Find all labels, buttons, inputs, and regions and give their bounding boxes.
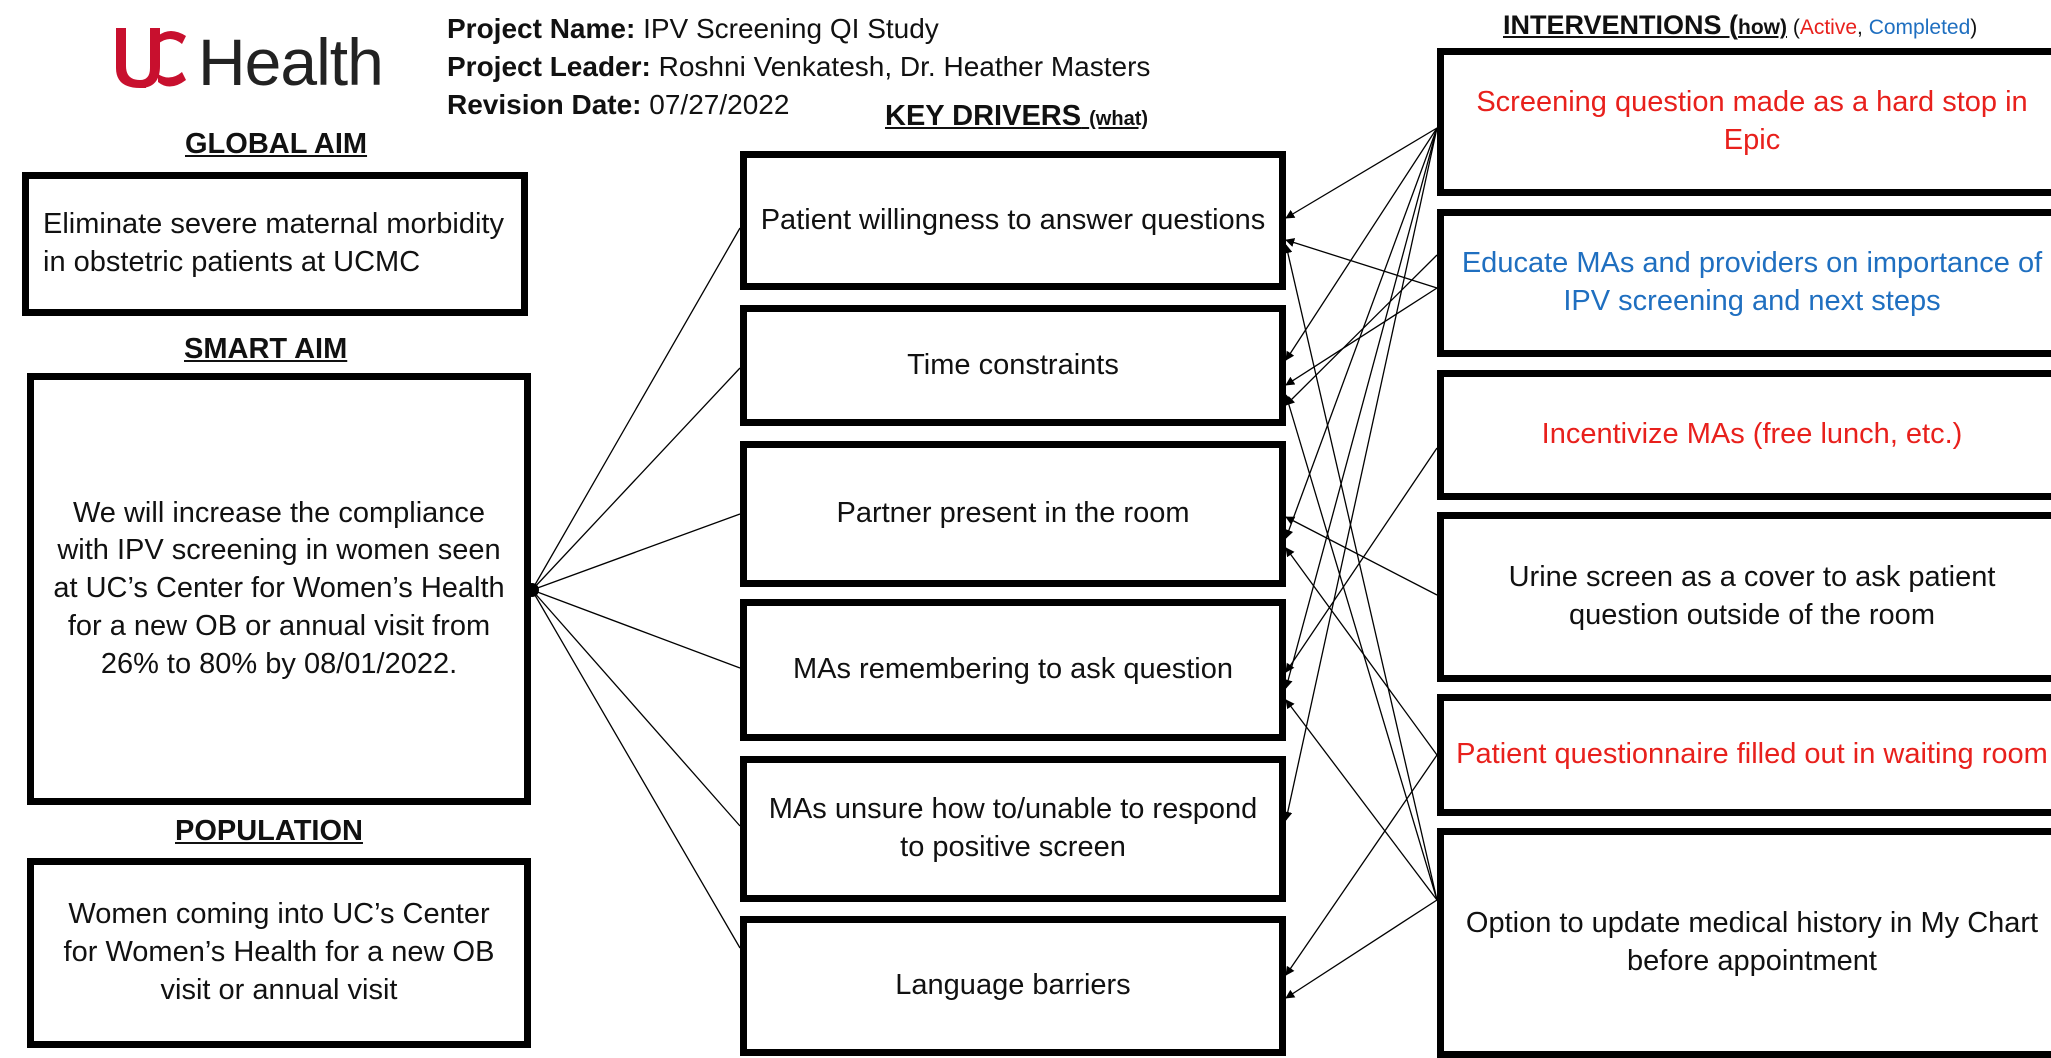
intervention-box: Screening question made as a hard stop i… [1437,48,2051,196]
intervention-text: Screening question made as a hard stop i… [1476,86,2028,156]
logo-text: Health [198,25,384,99]
population-heading: POPULATION [175,815,363,847]
smart-aim-box: We will increase the compliance with IPV… [27,373,531,805]
intervention-box: Urine screen as a cover to ask patient q… [1437,512,2051,682]
key-driver-box: MAs remembering to ask question [740,599,1286,741]
project-leader-label: Project Leader: [447,51,651,82]
project-leader-value: Roshni Venkatesh, Dr. Heather Masters [658,51,1151,82]
intervention-to-driver-arrow [1285,287,1438,386]
interventions-heading-how: how) [1738,16,1788,39]
intervention-to-driver-arrow [1285,127,1438,219]
key-driver-text: Patient willingness to answer questions [760,203,1266,236]
key-driver-text: Time constraints [907,348,1119,381]
project-leader-line: Project Leader: Roshni Venkatesh, Dr. He… [447,48,1150,86]
project-name-value: IPV Screening QI Study [643,13,939,44]
key-driver-text: MAs remembering to ask question [792,653,1234,686]
smart-aim-heading: SMART AIM [184,333,348,365]
uc-logo-icon [116,28,186,88]
intervention-to-driver-arrow [1283,127,1438,689]
legend-close: ) [1970,16,1978,39]
intervention-box: Patient questionnaire filled out in wait… [1437,694,2051,816]
aim-to-driver-line [531,513,741,591]
interventions-heading-text: INTERVENTIONS ( [1503,10,1739,40]
global-aim-text: Eliminate severe maternal morbidity in o… [43,208,504,278]
project-name-label: Project Name: [447,13,636,44]
revision-date-label: Revision Date: [447,89,642,120]
global-aim-heading: GLOBAL AIM [185,128,368,160]
intervention-to-driver-arrow [1285,899,1438,999]
intervention-to-driver-arrow [1285,127,1438,361]
intervention-to-driver-arrow [1283,394,1438,901]
intervention-to-driver-arrow [1283,127,1438,821]
project-name-line: Project Name: IPV Screening QI Study [447,10,939,48]
intervention-to-driver-arrow [1285,754,1438,976]
intervention-box: Educate MAs and providers on importance … [1437,209,2051,357]
global-aim-box: Eliminate severe maternal morbidity in o… [22,172,528,316]
aim-to-driver-line [531,367,741,591]
key-driver-box: Partner present in the room [740,441,1286,587]
key-driver-text: Language barriers [895,969,1131,1002]
key-driver-box: MAs unsure how to/unable to respond to p… [740,756,1286,902]
intervention-text: Educate MAs and providers on importance … [1461,247,2043,317]
intervention-text: Incentivize MAs (free lunch, etc.) [1541,418,1963,451]
population-text: Women coming into UC’s Center for Women’… [63,898,495,1006]
intervention-box: Incentivize MAs (free lunch, etc.) [1437,370,2051,500]
intervention-text: Patient questionnaire filled out in wait… [1456,738,2048,771]
intervention-text: Urine screen as a cover to ask patient q… [1508,561,1996,631]
key-drivers-heading-suffix: (what) [1089,108,1149,130]
intervention-to-driver-arrow [1285,516,1438,596]
aim-to-driver-line [531,589,741,669]
intervention-to-driver-arrow [1285,254,1438,406]
legend-separator: , [1857,16,1869,39]
legend-completed: Completed [1868,16,1971,39]
key-drivers-heading: KEY DRIVERS (what) [885,100,1148,133]
key-driver-text: Partner present in the room [836,497,1190,530]
aim-to-driver-line [531,589,741,949]
legend-open: ( [1787,16,1800,39]
aim-to-driver-line [531,589,741,827]
smart-aim-text: We will increase the compliance with IPV… [53,496,505,680]
intervention-to-driver-arrow [1284,127,1438,539]
intervention-to-driver-arrow [1285,447,1438,673]
key-driver-box: Time constraints [740,305,1286,426]
intervention-to-driver-arrow [1285,238,1438,289]
interventions-heading: INTERVENTIONS (how) (Active, Completed) [1503,10,1977,41]
revision-date-line: Revision Date: 07/27/2022 [447,86,789,124]
key-drivers-heading-text: KEY DRIVERS [885,100,1082,132]
legend-active: Active [1799,16,1858,39]
intervention-to-driver-arrow [1285,547,1438,756]
revision-date-value: 07/27/2022 [649,89,790,120]
intervention-box: Option to update medical history in My C… [1437,828,2051,1058]
key-driver-box: Language barriers [740,916,1286,1056]
intervention-text: Option to update medical history in My C… [1465,907,2039,977]
intervention-to-driver-arrow [1285,699,1438,901]
key-driver-box: Patient willingness to answer questions [740,151,1286,290]
aim-to-driver-line [531,227,741,591]
key-driver-text: MAs unsure how to/unable to respond to p… [768,793,1258,863]
intervention-to-driver-arrow [1283,244,1438,901]
population-box: Women coming into UC’s Center for Women’… [27,858,531,1048]
